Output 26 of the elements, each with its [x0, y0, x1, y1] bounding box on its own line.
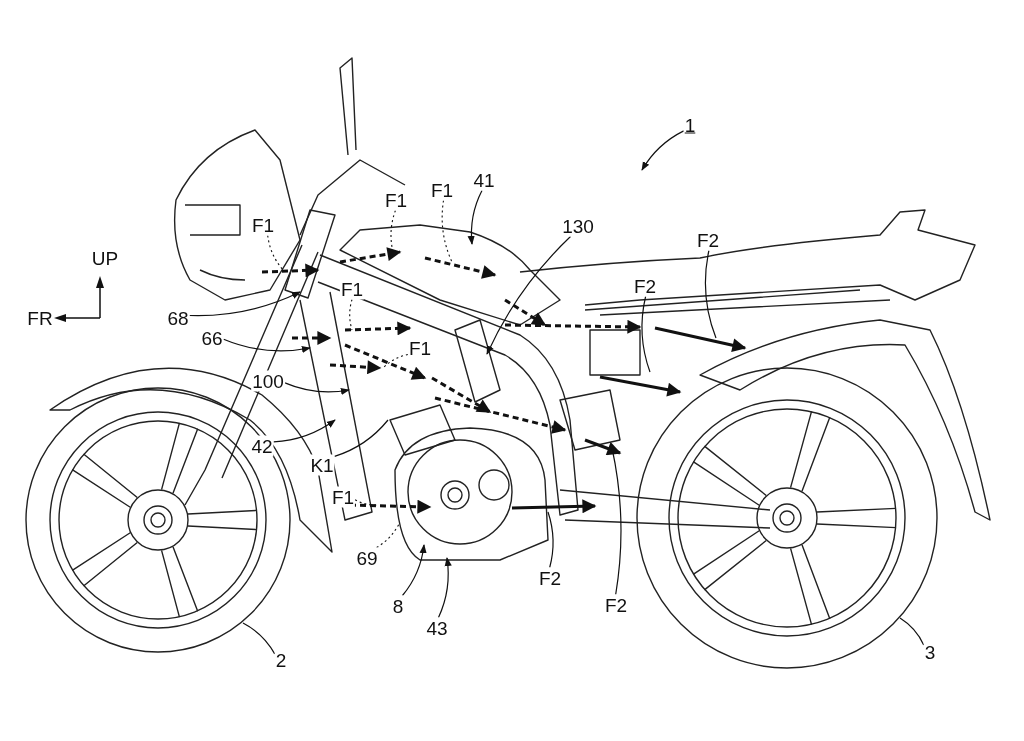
- leader-line: [441, 199, 453, 263]
- leader-line: [354, 499, 379, 506]
- leader-line: [267, 234, 284, 271]
- direction-label: UP: [90, 247, 120, 269]
- leader-line: [284, 382, 350, 395]
- leader-line: [401, 544, 427, 597]
- reference-label: 42: [250, 435, 274, 457]
- leader-line: [486, 235, 572, 355]
- leader-line: [349, 298, 353, 331]
- leader-line: [641, 295, 651, 373]
- reference-label: F1: [330, 486, 356, 508]
- leader-line: [704, 249, 717, 339]
- leader-line: [437, 557, 452, 619]
- leader-line: [273, 419, 336, 443]
- direction-label: FR: [26, 307, 54, 329]
- reference-label: 100: [251, 370, 285, 392]
- leader-line: [334, 419, 389, 457]
- leader-line: [223, 338, 311, 353]
- leader-line: [189, 291, 301, 317]
- leader-line: [467, 189, 483, 245]
- leader-line: [899, 617, 925, 646]
- leader-line: [547, 511, 554, 569]
- reference-label: K1: [309, 454, 335, 476]
- leader-line: [641, 130, 685, 171]
- leader-line: [242, 622, 276, 655]
- leader-line: [382, 353, 409, 369]
